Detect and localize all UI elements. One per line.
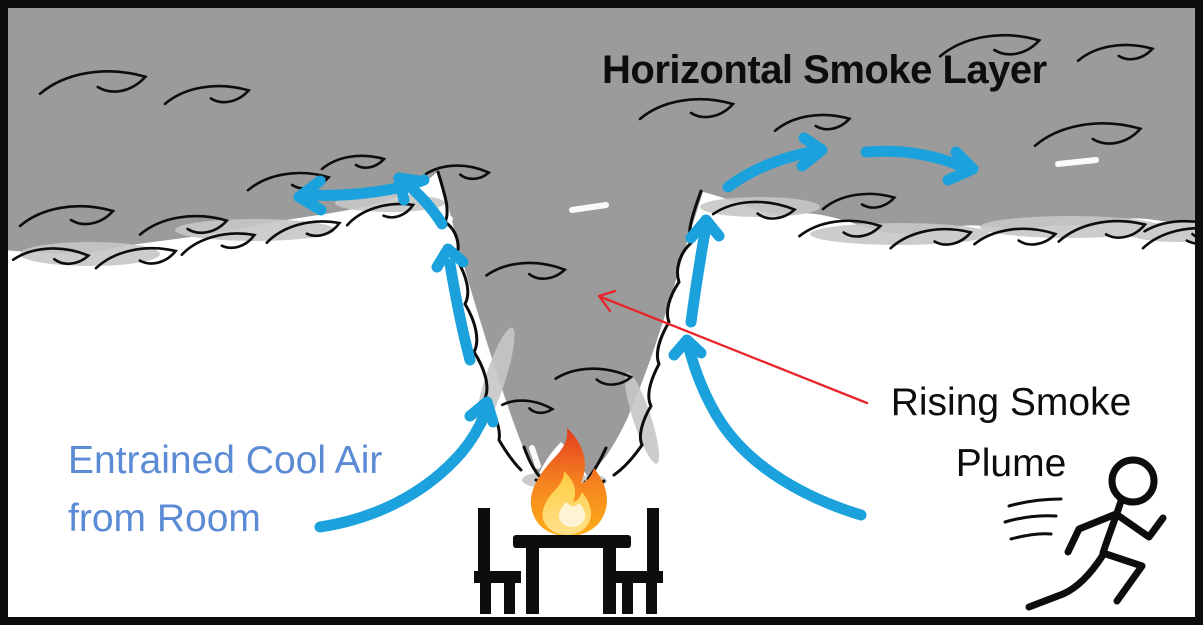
entrained-cool-air-line2: from Room	[68, 497, 261, 540]
plume-edge-arrow-left-upper	[393, 172, 448, 230]
fire-icon	[530, 428, 607, 536]
rising-smoke-plume-line2: Plume	[955, 442, 1067, 485]
speed-lines-icon	[1003, 497, 1063, 541]
chair-icon-left	[474, 508, 521, 614]
smoke-shape	[0, 0, 1203, 477]
rising-smoke-plume-label: Rising Smoke Plume	[858, 372, 1164, 494]
horizontal-smoke-layer-label: Horizontal Smoke Layer	[602, 48, 1047, 92]
rising-smoke-plume-line1: Rising Smoke	[890, 381, 1132, 424]
dining-table-icon	[513, 535, 631, 614]
entrainment-arrows	[293, 132, 979, 533]
pointer-arrow	[597, 289, 869, 405]
plume-edge-arrow-right-upper	[685, 214, 725, 328]
entrained-cool-air-label: Entrained Cool Air from Room	[68, 432, 382, 548]
ceiling-jet-arrow-right-2	[860, 145, 979, 186]
ceiling-jet-arrow-right-1	[722, 132, 828, 193]
chair-icon-right	[616, 508, 663, 614]
running-person-icon	[1025, 456, 1167, 611]
entrained-air-arrow-left	[314, 396, 499, 533]
entrained-cool-air-line1: Entrained Cool Air	[68, 439, 383, 482]
entrained-air-arrow-right	[668, 334, 867, 521]
plume-edge-arrow-left-lower	[431, 243, 476, 366]
